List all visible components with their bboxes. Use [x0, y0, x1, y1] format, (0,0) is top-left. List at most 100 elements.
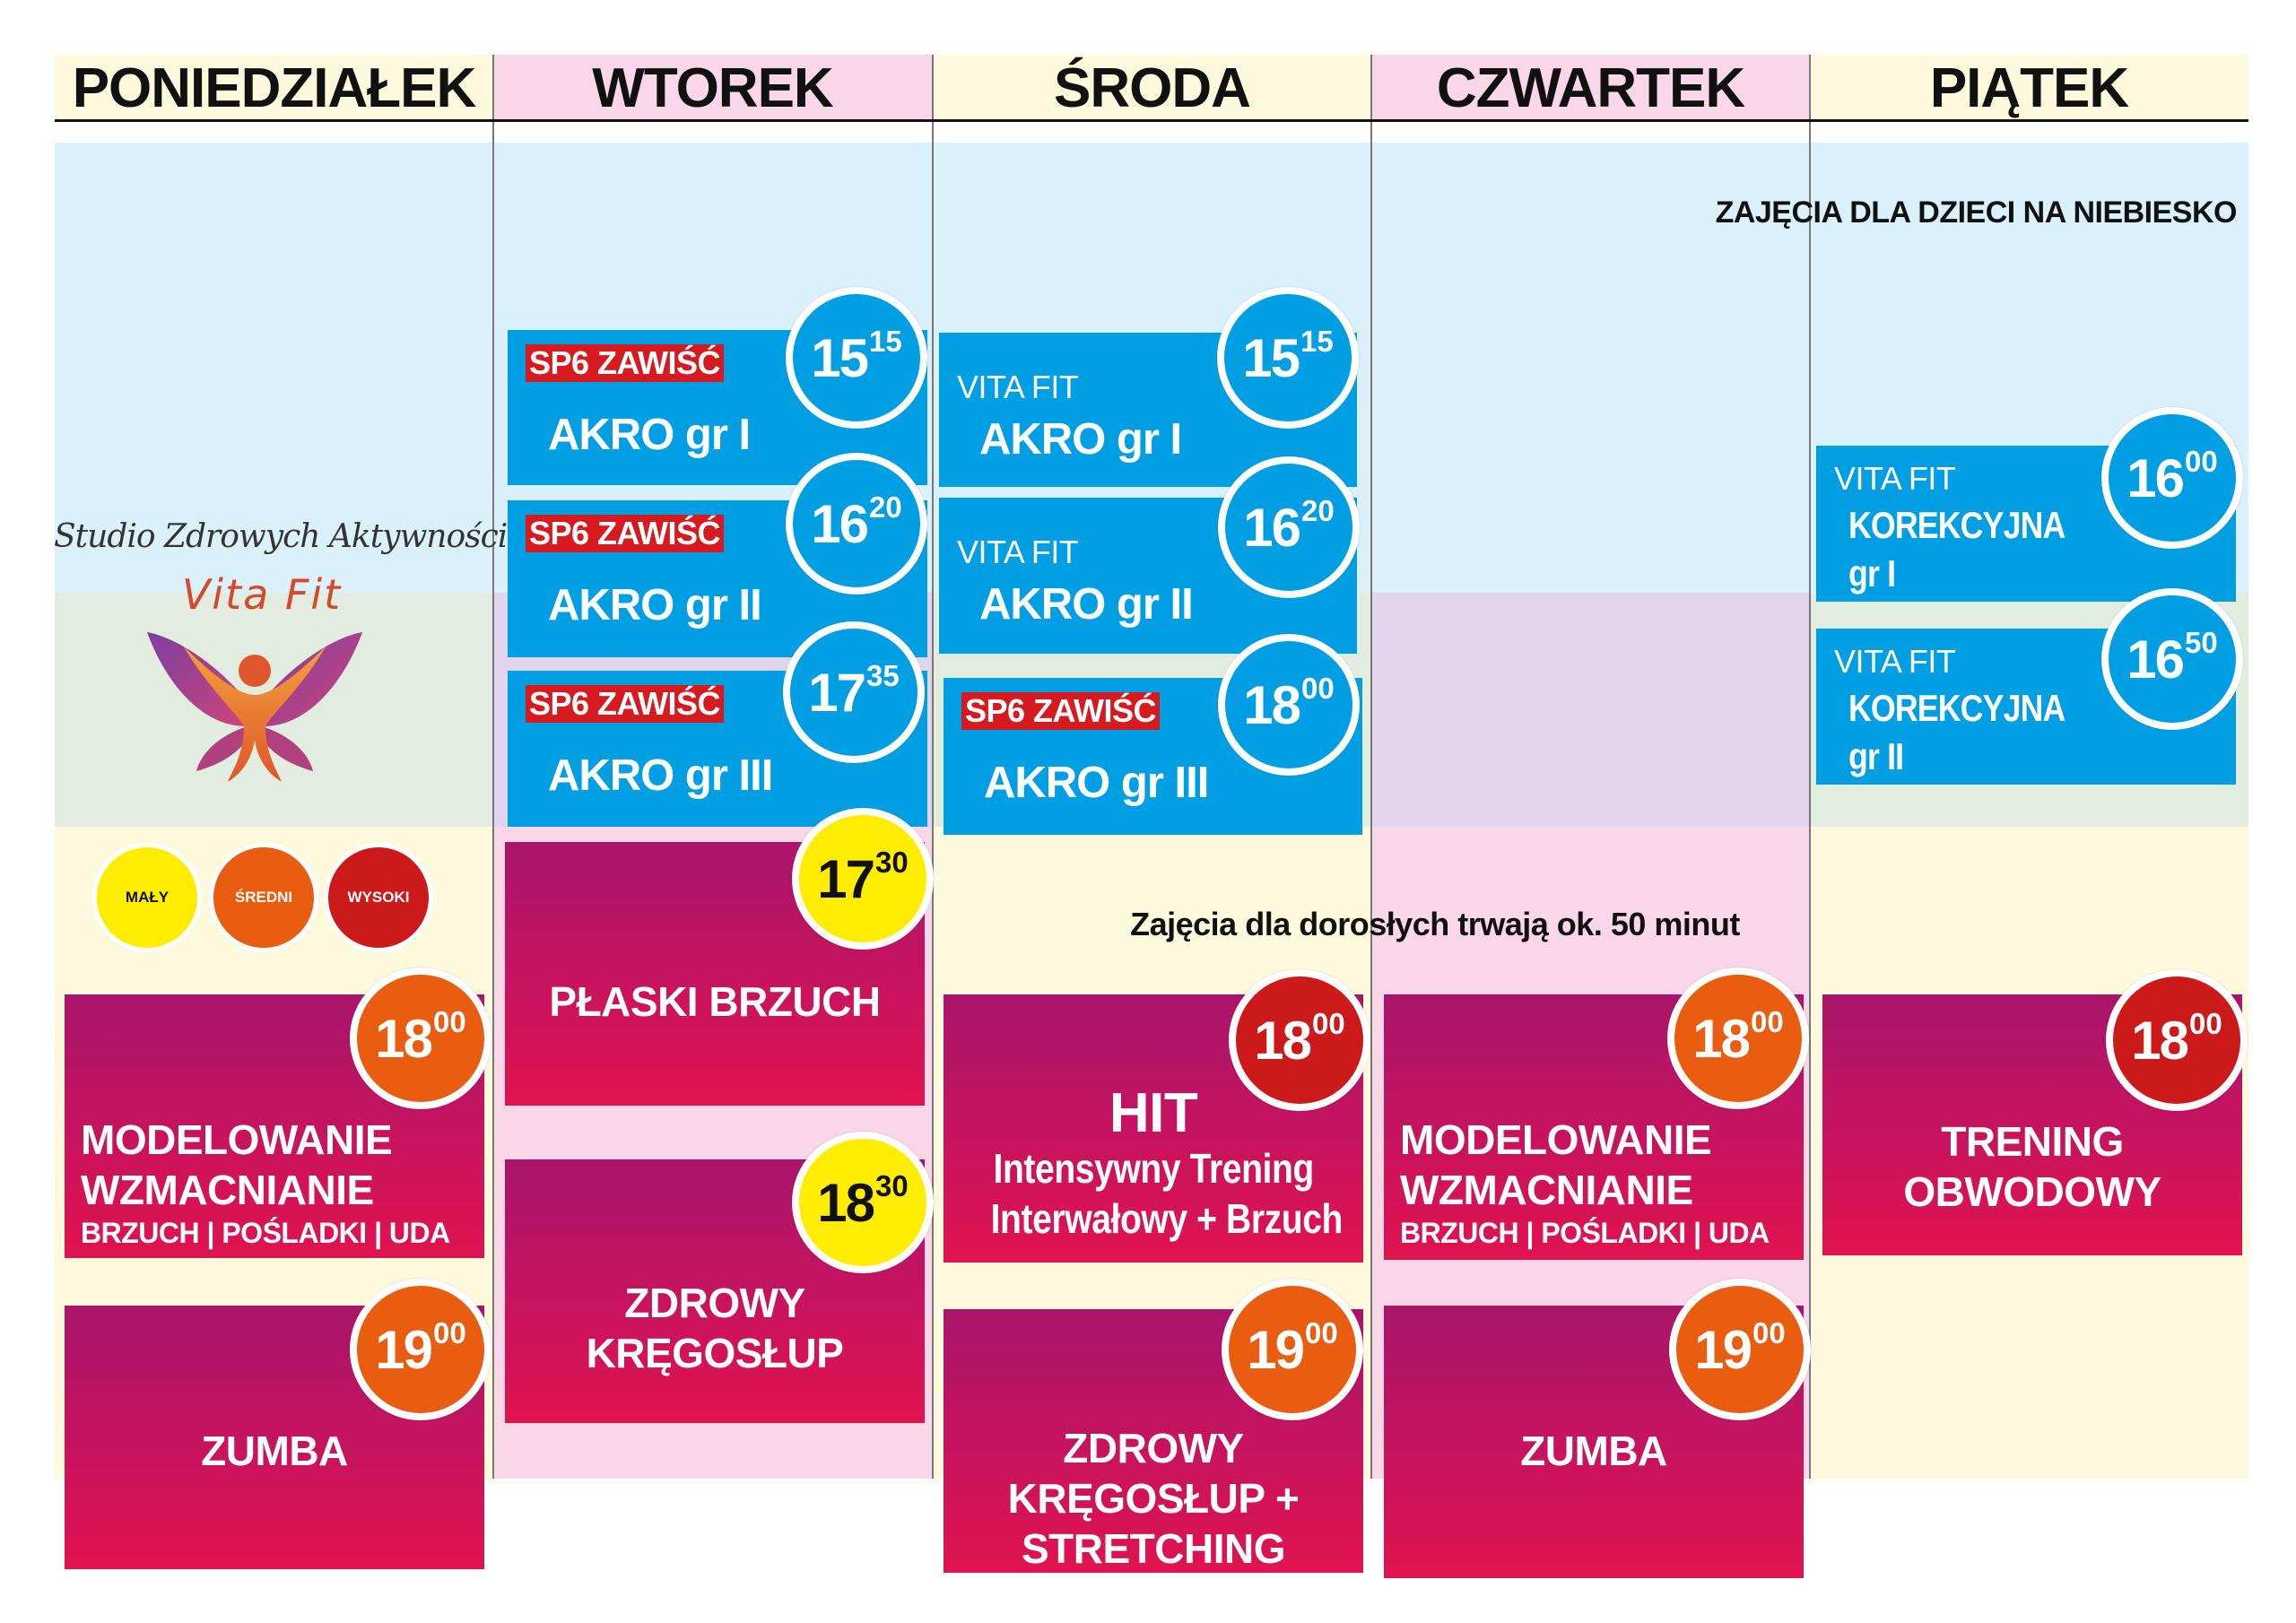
logo-tagline: Studio Zdrowych Aktywności — [54, 518, 508, 555]
time-minutes: 00 — [1752, 1316, 1786, 1350]
time-minutes: 00 — [433, 1005, 466, 1038]
venue-label: VITA FIT — [1834, 460, 1956, 497]
class-title-line: gr I — [1848, 552, 1896, 595]
venue-label: VITA FIT — [957, 369, 1079, 405]
intensity-legend-item: WYSOKI — [324, 843, 433, 952]
class-title-line: AKRO gr III — [984, 759, 1209, 807]
class-title: AKRO gr I — [548, 411, 751, 459]
adults-note: Zajęcia dla dorosłych trwają ok. 50 minu… — [1130, 906, 1740, 942]
class-title-row: WZMACNIANIE — [81, 1165, 468, 1215]
time-hour: 17 — [817, 848, 875, 909]
time-hour: 18 — [375, 1008, 433, 1069]
class-title-row: KRĘGOSŁUP — [521, 1328, 909, 1378]
time-minutes: 20 — [869, 490, 902, 524]
class-title: ZUMBA — [1400, 1426, 1787, 1476]
class-title-main: HIT — [1109, 1082, 1198, 1144]
time-minutes: 30 — [875, 1169, 909, 1202]
class-title: KOREKCYJNA gr I — [1848, 501, 2066, 598]
intensity-label: MAŁY — [125, 889, 170, 906]
day-header-0: PONIEDZIAŁEK — [72, 56, 477, 119]
class-title-line: ZUMBA — [201, 1428, 348, 1474]
time-minutes: 00 — [1751, 1005, 1784, 1038]
middle-band — [1371, 593, 1810, 827]
time-minutes: 30 — [875, 846, 909, 879]
intensity-legend-item: ŚREDNI — [209, 843, 318, 952]
class-title-row: ZUMBA — [81, 1426, 468, 1476]
column-divider — [1809, 55, 1811, 1479]
time-minutes: 50 — [2185, 626, 2218, 659]
time-hour: 15 — [811, 327, 869, 388]
venue-label: VITA FIT — [1834, 643, 1956, 680]
class-title-row: ZUMBA — [1400, 1426, 1787, 1476]
kids-band — [55, 143, 493, 593]
time-minutes: 00 — [2189, 1007, 2222, 1040]
day-header-2: ŚRODA — [1054, 56, 1251, 119]
time-minutes: 00 — [1305, 1316, 1338, 1350]
class-title-row: PŁASKI BRZUCH — [521, 976, 909, 1027]
class-title-line: AKRO gr I — [979, 415, 1182, 464]
day-header-background — [493, 55, 932, 121]
time-minutes: 15 — [869, 325, 902, 358]
class-title-row: ZDROWY — [960, 1423, 1347, 1473]
venue-label: SP6 ZAWIŚĆ — [526, 344, 725, 382]
time-minutes: 00 — [1301, 672, 1335, 705]
venue-label: SP6 ZAWIŚĆ — [526, 515, 725, 552]
kids-note: ZAJĘCIA DLA DZIECI NA NIEBIESKO — [1715, 195, 2238, 230]
day-header-4: PIĄTEK — [1929, 56, 2129, 119]
time-minutes: 15 — [1300, 325, 1334, 358]
time-minutes: 00 — [2185, 445, 2218, 478]
class-title-line: MODELOWANIE — [1400, 1116, 1712, 1163]
class-title-line: WZMACNIANIE — [81, 1167, 374, 1213]
day-header-background — [55, 55, 493, 121]
time-hour: 19 — [1247, 1319, 1305, 1380]
class-title-line: KOREKCYJNA — [1848, 504, 2066, 546]
kids-band — [1371, 143, 1810, 593]
intensity-label: ŚREDNI — [234, 889, 293, 906]
class-title-row: Interwałowy + Brzuch — [960, 1193, 1347, 1244]
header-divider — [55, 119, 2248, 122]
class-title-row: WZMACNIANIE — [1400, 1165, 1787, 1215]
class-title-row: OBWODOWY — [1839, 1167, 2226, 1217]
class-title-line: OBWODOWY — [1903, 1168, 2161, 1215]
class-subtitle: BRZUCH | POŚLADKI | UDA — [81, 1217, 450, 1249]
time-hour: 19 — [1694, 1319, 1752, 1380]
class-title-line: ZDROWY — [624, 1280, 805, 1326]
class-title-line: KRĘGOSŁUP + — [1007, 1475, 1300, 1522]
class-title: AKRO gr III — [984, 759, 1209, 807]
time-hour: 18 — [1254, 1010, 1312, 1071]
class-title: ZUMBA — [81, 1426, 468, 1476]
time-hour: 15 — [1242, 327, 1300, 388]
time-hour: 16 — [811, 493, 869, 554]
class-title-line: ZDROWY — [1063, 1425, 1244, 1471]
column-divider — [492, 55, 494, 1479]
class-title: AKRO gr II — [548, 581, 762, 629]
butterfly-logo-icon — [147, 632, 362, 782]
class-title-line: MODELOWANIE — [81, 1116, 393, 1163]
venue-label: SP6 ZAWIŚĆ — [526, 685, 725, 723]
time-hour: 18 — [1692, 1008, 1751, 1069]
class-title: AKRO gr III — [548, 751, 773, 800]
class-title-line: AKRO gr III — [548, 751, 773, 800]
class-title-row: Intensywny Trening — [960, 1143, 1347, 1193]
class-title-line: AKRO gr I — [548, 411, 751, 459]
